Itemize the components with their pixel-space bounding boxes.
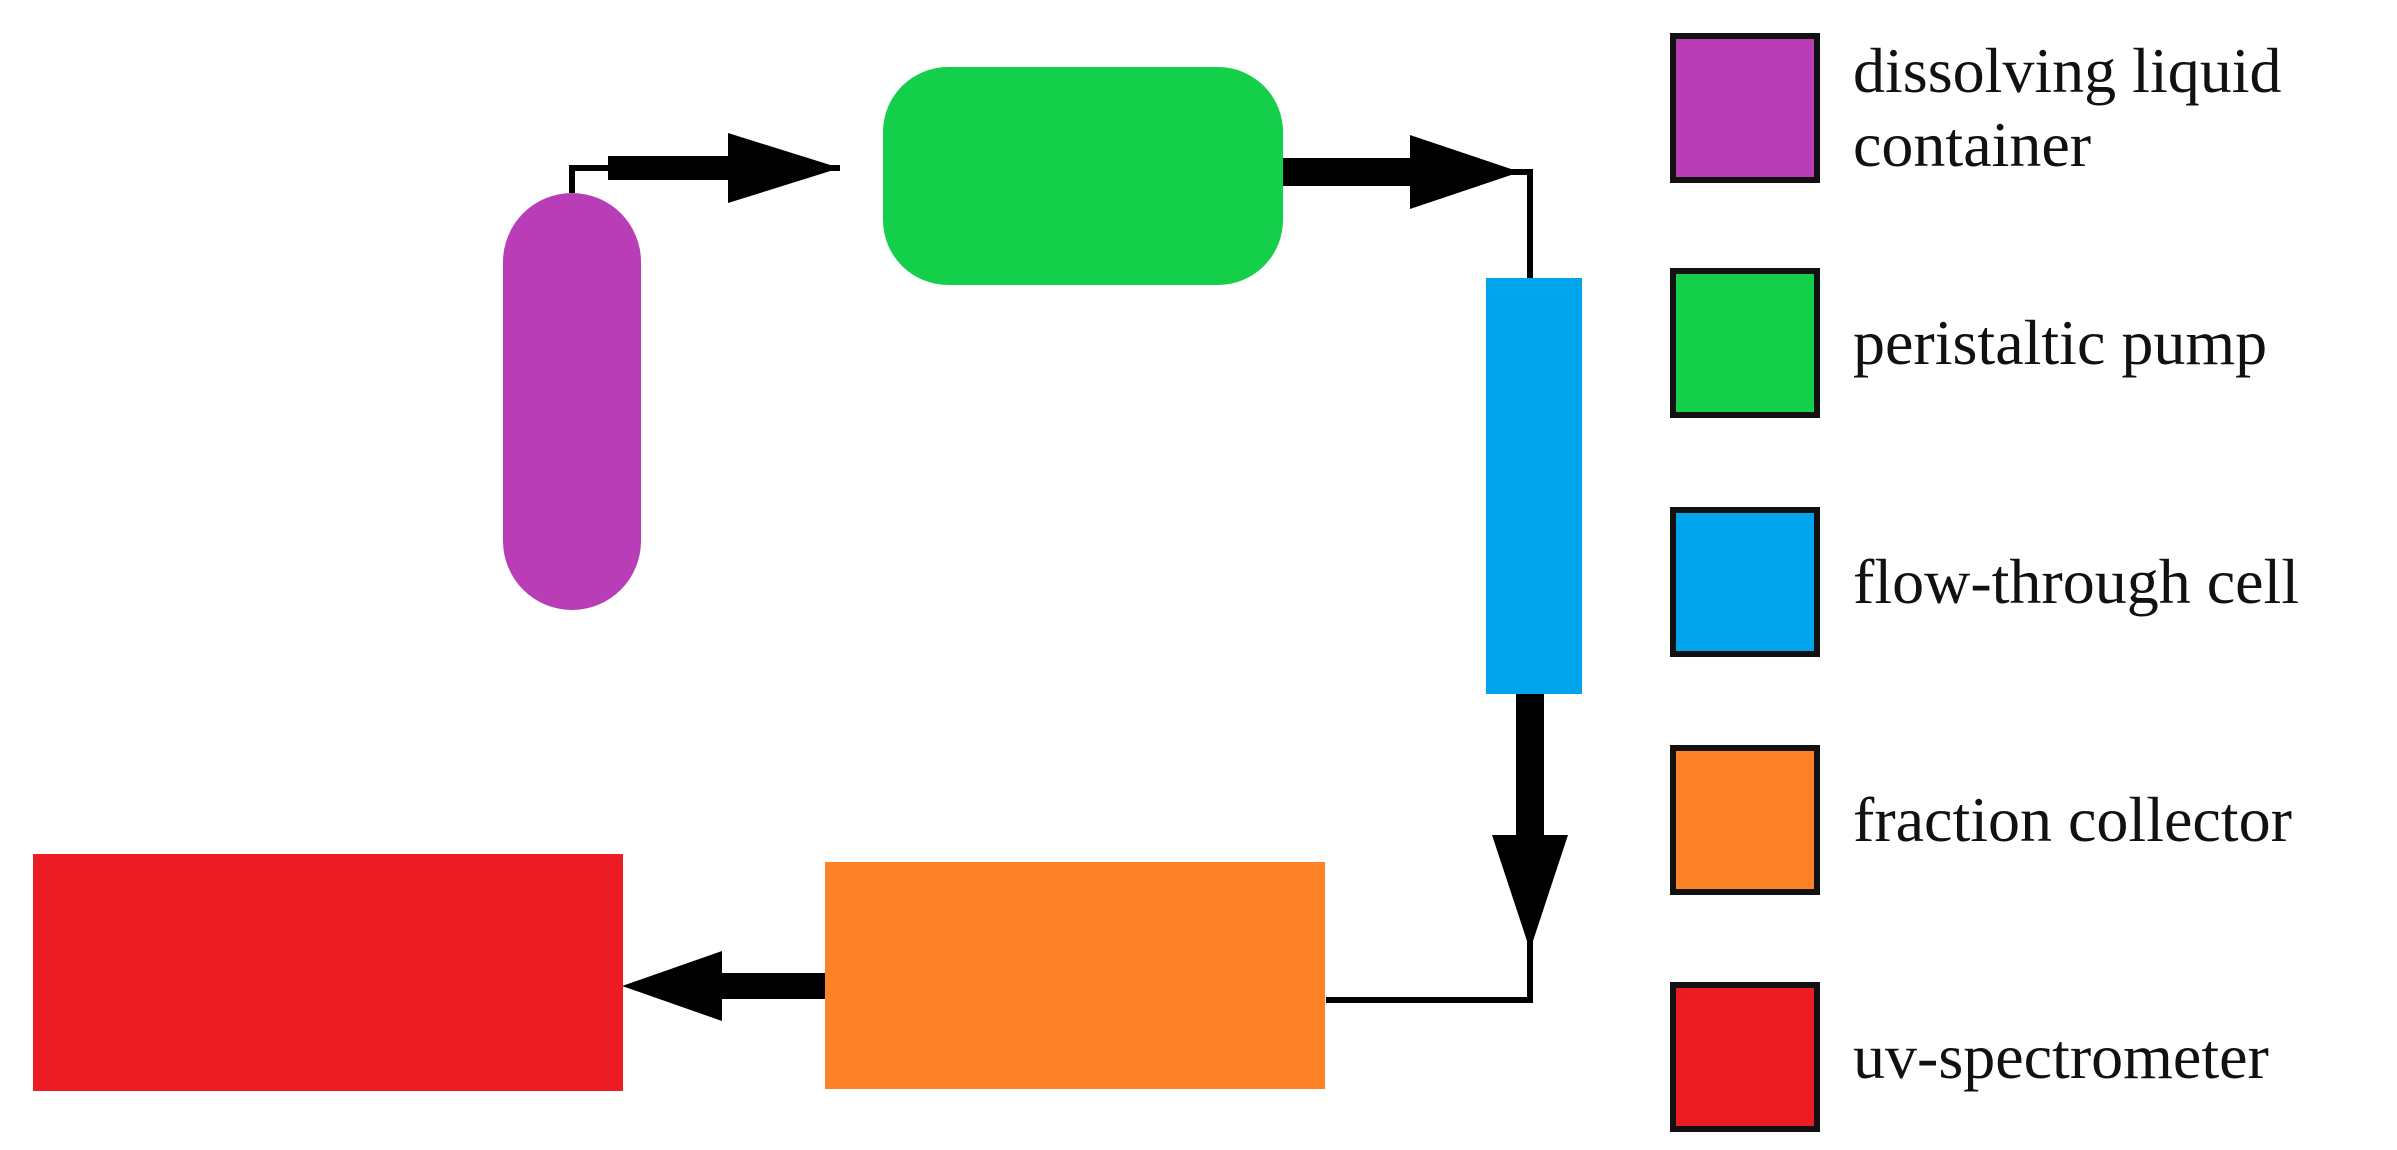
- legend-label: uv-spectrometer: [1853, 1020, 2269, 1094]
- legend-label-line: fraction collector: [1853, 784, 2292, 855]
- legend-swatch: [1670, 745, 1820, 895]
- legend-label: peristaltic pump: [1853, 306, 2267, 380]
- legend-label-line: container: [1853, 109, 2092, 180]
- connector-collector-to-spectrometer: [622, 951, 828, 1021]
- legend-label: flow-through cell: [1853, 545, 2299, 619]
- connector-cell-to-collector: [1326, 690, 1568, 1003]
- legend-label-line: flow-through cell: [1853, 546, 2300, 617]
- legend-label-line: peristaltic pump: [1853, 307, 2268, 378]
- node-peristaltic-pump: [883, 67, 1283, 285]
- legend-swatch: [1670, 268, 1820, 418]
- node-fraction-collector: [825, 862, 1325, 1089]
- legend-label: fraction collector: [1853, 783, 2292, 857]
- legend-swatch: [1670, 33, 1820, 183]
- node-dissolving-liquid-container: [503, 193, 641, 610]
- legend-swatch: [1670, 507, 1820, 657]
- legend-label-line: uv-spectrometer: [1853, 1021, 2269, 1092]
- connector-pump-to-cell: [1282, 135, 1533, 278]
- legend-label: dissolving liquid container: [1853, 34, 2282, 182]
- node-flow-through-cell: [1486, 278, 1582, 694]
- node-uv-spectrometer: [33, 854, 623, 1091]
- legend-swatch: [1670, 982, 1820, 1132]
- connector-container-to-pump: [569, 133, 840, 203]
- legend-label-line: dissolving liquid: [1853, 35, 2282, 106]
